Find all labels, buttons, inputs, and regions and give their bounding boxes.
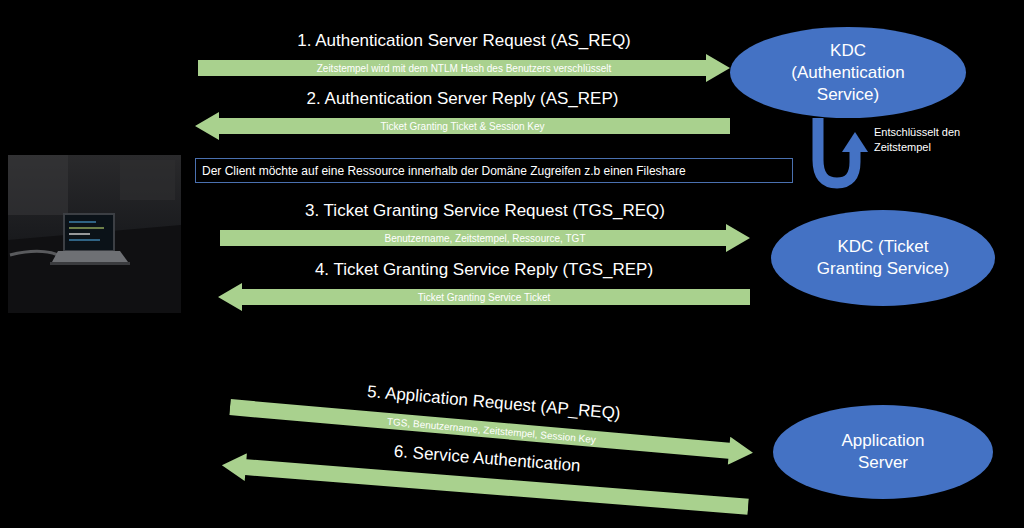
arrow-band: Zeitstempel wird mit dem NTLM Hash des B… [198, 54, 730, 82]
server-name: KDC (Authentication Service) [773, 40, 923, 106]
ellipse-outline [771, 210, 995, 306]
message-content: Zeitstempel wird mit dem NTLM Hash des B… [228, 54, 700, 82]
ellipse-text-wrap: KDC (Ticket Granting Service) [771, 210, 995, 306]
message-title: 4. Ticket Granting Service Reply (TGS_RE… [218, 259, 750, 281]
message-content: Ticket Granting Service Ticket [248, 283, 720, 311]
arrow-polygon [195, 112, 730, 140]
arrow-polygon [218, 283, 750, 311]
server-ellipse: KDC (Authentication Service) [730, 27, 966, 118]
ellipse-text-wrap: Application Server [773, 405, 993, 499]
arrow-band: Ticket Granting Ticket & Session Key [195, 112, 730, 140]
ellipse-shape [771, 210, 995, 306]
message-arrow: 3. Ticket Granting Service Request (TGS_… [220, 200, 750, 252]
ellipse-shape [773, 405, 993, 499]
ellipse-outline [730, 27, 966, 118]
message-content: Ticket Granting Ticket & Session Key [225, 112, 700, 140]
server-name: KDC (Ticket Granting Service) [815, 236, 951, 280]
message-title: 1. Authentication Server Request (AS_REQ… [198, 30, 730, 52]
message-title: 2. Authentication Server Reply (AS_REP) [195, 88, 730, 110]
message-arrow: 2. Authentication Server Reply (AS_REP)T… [195, 88, 730, 140]
ellipse-outline [773, 405, 993, 499]
ellipse-text-wrap: KDC (Authentication Service) [730, 27, 966, 118]
decrypt-loop-arrow [818, 118, 868, 183]
annotation-label: Entschlüsselt den Zeitstempel [874, 125, 984, 155]
server-ellipse: Application Server [773, 405, 993, 499]
server-ellipse: KDC (Ticket Granting Service) [771, 210, 995, 306]
message-arrow: 4. Ticket Granting Service Reply (TGS_RE… [218, 259, 750, 311]
note-text: Der Client möchte auf eine Ressource inn… [202, 164, 686, 178]
message-title: 3. Ticket Granting Service Request (TGS_… [220, 200, 750, 222]
server-name: Application Server [823, 430, 943, 474]
arrow-polygon [198, 54, 730, 82]
arrow-polygon [220, 224, 750, 252]
arrow-band: Benutzername, Zeitstempel, Ressource, TG… [220, 224, 750, 252]
message-arrow: 1. Authentication Server Request (AS_REQ… [198, 30, 730, 82]
message-content: Benutzername, Zeitstempel, Ressource, TG… [250, 224, 720, 252]
note-box: Der Client möchte auf eine Ressource inn… [195, 158, 793, 183]
arrow-polygon [221, 451, 750, 520]
arrow-band: Ticket Granting Service Ticket [218, 283, 750, 311]
laptop-photo [8, 155, 181, 313]
